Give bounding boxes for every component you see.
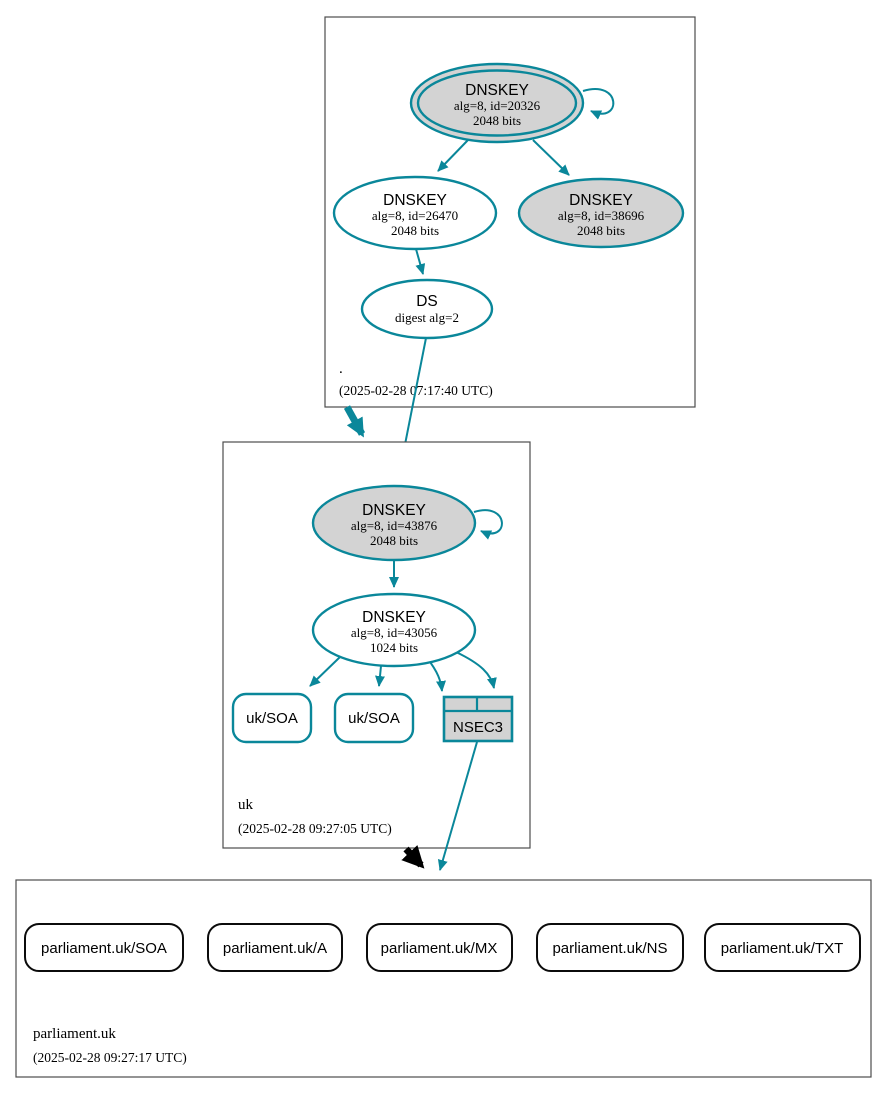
node-parliament-soa-shape <box>24 923 184 972</box>
node-detail: 2048 bits <box>370 533 418 548</box>
node-root-ds-shape <box>360 278 494 340</box>
node-parliament-soa[interactable]: parliament.uk/SOA <box>24 923 184 972</box>
node-title: DNSKEY <box>362 502 426 519</box>
node-uk-dnskey-43056-shape <box>311 592 477 668</box>
cluster-uk-zone: uk (2025-02-28 09:27:05 UTC) DNSKEY alg=… <box>222 441 531 849</box>
node-detail: alg=8, id=43056 <box>351 625 438 640</box>
cluster-parliament-zone: parliament.uk (2025-02-28 09:27:17 UTC) … <box>15 879 872 1078</box>
edge-root-zsk-ds <box>415 248 426 275</box>
node-label: parliament.uk/A <box>223 940 327 957</box>
node-label: uk/SOA <box>348 710 400 727</box>
node-label: parliament.uk/NS <box>552 940 667 957</box>
cluster-parliament-border <box>15 879 872 1078</box>
node-label: parliament.uk/SOA <box>41 940 167 957</box>
node-detail: 2048 bits <box>391 223 439 238</box>
node-label: NSEC3 <box>453 719 503 736</box>
insecure-delegation-arrow-uk-to-parliament <box>401 845 425 869</box>
edge-root-ksk-signs-key38696 <box>532 139 570 176</box>
node-uk-dnskey-43876[interactable]: DNSKEY alg=8, id=43876 2048 bits <box>311 484 477 562</box>
node-parliament-txt[interactable]: parliament.uk/TXT <box>704 923 861 972</box>
node-detail: 1024 bits <box>370 640 418 655</box>
node-parliament-mx[interactable]: parliament.uk/MX <box>366 923 513 972</box>
edge-uk-zsk-signs-nsec3-right <box>455 651 497 689</box>
node-uk-soa-2-shape <box>333 692 415 744</box>
cluster-uk-timestamp: (2025-02-28 09:27:05 UTC) <box>238 821 392 836</box>
node-detail: 2048 bits <box>473 113 521 128</box>
node-label: parliament.uk/MX <box>381 940 498 957</box>
self-loop-arrow-root-ksk <box>582 88 615 120</box>
node-detail: alg=8, id=20326 <box>454 98 541 113</box>
node-uk-soa-1-shape <box>231 692 313 744</box>
cluster-parliament-timestamp: (2025-02-28 09:27:17 UTC) <box>33 1050 187 1065</box>
node-root-dnskey-20326[interactable]: DNSKEY alg=8, id=20326 2048 bits <box>409 62 585 144</box>
node-title: DS <box>416 293 438 310</box>
node-title: DNSKEY <box>465 82 529 99</box>
cluster-root-label: . <box>339 361 343 377</box>
cluster-root-zone: . (2025-02-28 07:17:40 UTC) DNSKEY alg=8… <box>324 16 696 408</box>
node-parliament-ns-shape <box>536 923 684 972</box>
node-title: DNSKEY <box>569 192 633 209</box>
node-title: DNSKEY <box>362 609 426 626</box>
node-detail: alg=8, id=26470 <box>372 208 458 223</box>
node-uk-dnskey-43876-shape <box>311 484 477 562</box>
cluster-uk-label: uk <box>238 797 254 813</box>
node-root-dnskey-38696[interactable]: DNSKEY alg=8, id=38696 2048 bits <box>517 177 685 249</box>
node-label: uk/SOA <box>246 710 298 727</box>
node-root-dnskey-20326-inner-ring <box>416 69 578 137</box>
node-parliament-txt-shape <box>704 923 861 972</box>
self-loop-arrow-uk-ksk <box>473 509 503 540</box>
node-uk-dnskey-43056[interactable]: DNSKEY alg=8, id=43056 1024 bits <box>311 592 477 668</box>
edge-nsec3-proves-no-ds <box>437 741 478 871</box>
node-parliament-mx-shape <box>366 923 513 972</box>
node-root-ds[interactable]: DS digest alg=2 <box>360 278 494 340</box>
node-detail: alg=8, id=38696 <box>558 208 645 223</box>
node-uk-soa-2[interactable]: uk/SOA <box>333 692 415 744</box>
secure-delegation-arrow-root-to-uk <box>343 405 366 438</box>
edge-uk-zsk-signs-soa1 <box>309 656 341 687</box>
node-title: DNSKEY <box>383 192 447 209</box>
node-uk-soa-1[interactable]: uk/SOA <box>231 692 313 744</box>
edge-uk-zsk-signs-soa2 <box>375 665 385 687</box>
node-label: parliament.uk/TXT <box>721 940 844 957</box>
node-root-dnskey-26470[interactable]: DNSKEY alg=8, id=26470 2048 bits <box>332 175 498 251</box>
node-detail: alg=8, id=43876 <box>351 518 438 533</box>
node-detail: 2048 bits <box>577 223 625 238</box>
node-root-dnskey-26470-shape <box>332 175 498 251</box>
edge-root-ksk-signs-zsk <box>437 139 469 172</box>
node-parliament-a[interactable]: parliament.uk/A <box>207 923 343 972</box>
node-detail: digest alg=2 <box>395 310 459 325</box>
node-parliament-ns[interactable]: parliament.uk/NS <box>536 923 684 972</box>
node-parliament-a-shape <box>207 923 343 972</box>
node-root-dnskey-38696-shape <box>517 177 685 249</box>
node-uk-nsec3[interactable]: NSEC3 <box>442 695 514 743</box>
cluster-parliament-label: parliament.uk <box>33 1026 116 1042</box>
